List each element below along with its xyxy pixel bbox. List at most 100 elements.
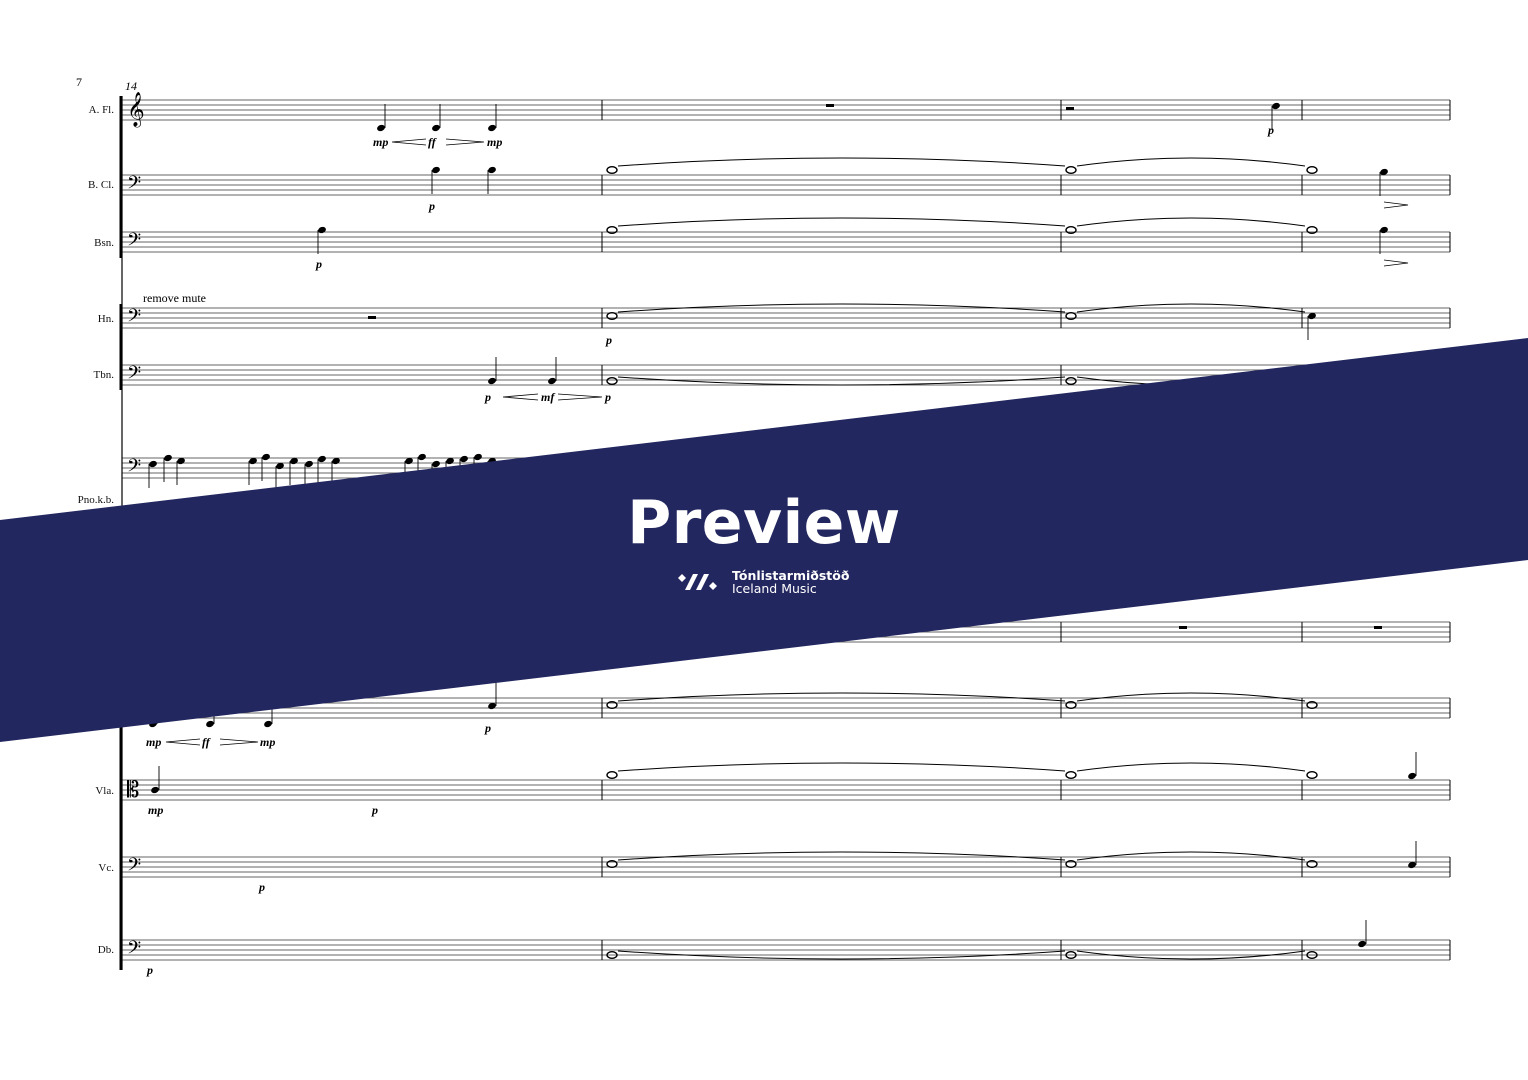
bass-clef: 𝄢 (127, 455, 141, 480)
label-piano: Pno.k.b. (78, 494, 115, 506)
dynamic: mp (260, 735, 275, 749)
whole-note (1065, 165, 1077, 174)
tie (1076, 303, 1306, 313)
whole-note (1306, 771, 1318, 780)
note (290, 457, 298, 465)
rest (1179, 626, 1187, 629)
hairpin (502, 393, 539, 401)
tie (617, 851, 1066, 861)
note (1308, 312, 1316, 320)
tie (617, 217, 1066, 227)
hairpin (391, 138, 427, 146)
note (1408, 861, 1416, 869)
tie (617, 157, 1066, 167)
dynamic: p (371, 803, 378, 817)
dynamic: p (315, 257, 322, 271)
tie (617, 692, 1066, 702)
rest (826, 104, 834, 107)
note (318, 226, 326, 234)
tie (1076, 762, 1306, 772)
dynamic: p (1267, 123, 1274, 137)
tie (1076, 950, 1306, 960)
whole-note (606, 165, 618, 174)
note (405, 457, 413, 465)
note (1408, 772, 1416, 780)
note (1358, 940, 1366, 948)
note (164, 454, 172, 462)
banner-band (0, 338, 1528, 742)
note (151, 786, 159, 794)
dynamic: p (258, 880, 265, 894)
iceland-music-logo: Tónlistarmiðstöð Iceland Music (676, 569, 849, 595)
whole-note (1065, 225, 1077, 234)
tie (1076, 851, 1306, 861)
whole-note (1065, 312, 1077, 321)
note (276, 462, 284, 470)
note (264, 720, 272, 728)
tie (1076, 217, 1306, 227)
dynamic: mf (541, 390, 555, 404)
whole-note (606, 860, 618, 869)
note (149, 460, 157, 468)
hairpin (1383, 201, 1409, 209)
whole-note (1065, 951, 1077, 960)
note (488, 702, 496, 710)
bass-clef: 𝄢 (127, 362, 141, 387)
label-trombone: Tbn. (94, 369, 115, 381)
bass-clef: 𝄢 (127, 937, 141, 962)
note (432, 166, 440, 174)
page-number: 7 (76, 75, 82, 89)
hairpin (165, 738, 201, 746)
note (332, 457, 340, 465)
notation-marks: 𝄞 𝄢 𝄢 𝄢 𝄢 𝄢 𝄢 𝄢 𝄡 (127, 92, 1417, 962)
label-double-bass: Db. (98, 944, 114, 956)
dynamic: p (146, 963, 153, 977)
label-alto-flute: A. Fl. (89, 104, 115, 116)
note (1272, 102, 1280, 110)
whole-note (606, 312, 618, 321)
bass-clef: 𝄢 (127, 172, 141, 197)
dynamic: mp (148, 803, 163, 817)
whole-note (606, 225, 618, 234)
note (377, 124, 385, 132)
label-cello: Vc. (98, 862, 114, 874)
tie (617, 950, 1066, 960)
label-horn: Hn. (98, 313, 114, 325)
note (318, 455, 326, 463)
note (1380, 226, 1388, 234)
tie (1076, 692, 1306, 702)
note (548, 377, 556, 385)
whole-note (606, 701, 618, 710)
dynamic: p (484, 390, 491, 404)
note (488, 377, 496, 385)
note (206, 720, 214, 728)
whole-note (1306, 165, 1318, 174)
hairpin (445, 138, 485, 146)
whole-note (606, 951, 618, 960)
label-bassoon: Bsn. (94, 237, 114, 249)
dynamic: p (484, 721, 491, 735)
bass-clef: 𝄢 (127, 305, 141, 330)
note (488, 124, 496, 132)
label-bass-clarinet: B. Cl. (88, 179, 114, 191)
dynamic: p (605, 333, 612, 347)
bass-clef: 𝄢 (127, 854, 141, 879)
note (249, 457, 257, 465)
tie (617, 762, 1066, 772)
whole-note (1306, 860, 1318, 869)
bass-clef: 𝄢 (127, 229, 141, 254)
alto-clef: 𝄡 (127, 777, 139, 802)
note (1380, 168, 1388, 176)
measure-number: 14 (125, 79, 137, 93)
tie (617, 376, 1066, 386)
dynamic: p (428, 199, 435, 213)
treble-clef: 𝄞 (127, 92, 145, 128)
dynamic: mp (373, 135, 388, 149)
rest (368, 316, 376, 319)
dynamic: mp (487, 135, 502, 149)
note (474, 453, 482, 461)
note (488, 166, 496, 174)
whole-note (1306, 951, 1318, 960)
note (460, 455, 468, 463)
whole-note (1306, 225, 1318, 234)
